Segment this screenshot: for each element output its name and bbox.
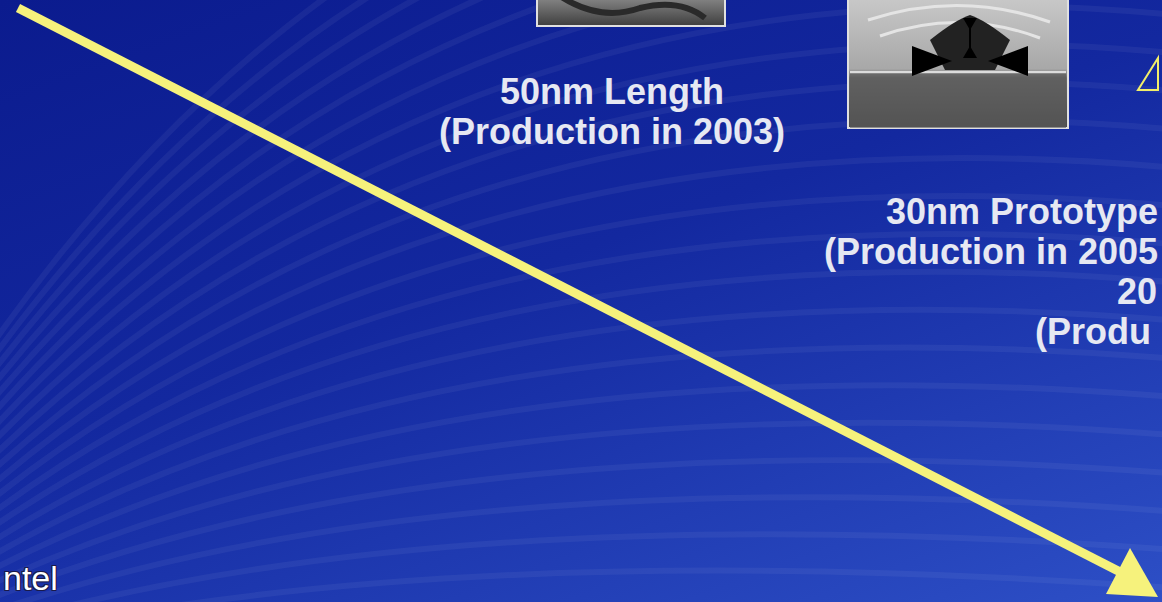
- wave-line: [0, 120, 1162, 563]
- tem-photo: [848, 0, 1068, 128]
- wave-line: [0, 571, 1162, 602]
- wave-line: [0, 272, 1162, 597]
- tem-detail: [850, 71, 1066, 73]
- wave-line: [0, 534, 1162, 602]
- length-label: 30nm Prototype: [886, 192, 1158, 232]
- dimension-arrowhead: [912, 46, 952, 76]
- length-label: 20: [1117, 272, 1157, 312]
- dimension-arrowhead: [988, 46, 1028, 76]
- production-year: (Production in 2003): [439, 112, 785, 152]
- wave-line: [0, 0, 1162, 521]
- wave-line: [0, 385, 1162, 602]
- wave-line: [0, 196, 1162, 580]
- tem-substrate: [850, 74, 1066, 128]
- length-label: 50nm Length: [500, 72, 724, 112]
- wave-line: [0, 423, 1162, 602]
- wave-line: [0, 0, 1162, 530]
- production-year: (Produ: [1035, 312, 1151, 352]
- delta-symbol: [1138, 58, 1158, 90]
- wave-line: [0, 0, 1162, 488]
- tem-detail: [560, 0, 705, 18]
- wave-line: [0, 0, 1162, 496]
- tem-photo: [537, 0, 725, 26]
- logo-text: ntel: [3, 560, 58, 597]
- dimension-arrowhead: [963, 46, 977, 58]
- production-year: (Production in 2005: [824, 232, 1158, 272]
- wave-line: [0, 0, 1162, 513]
- wave-line: [0, 460, 1162, 602]
- trend-arrow: [18, 8, 1128, 576]
- wave-line: [0, 0, 1162, 504]
- trend-arrowhead: [1106, 548, 1158, 597]
- wave-line: [0, 347, 1162, 602]
